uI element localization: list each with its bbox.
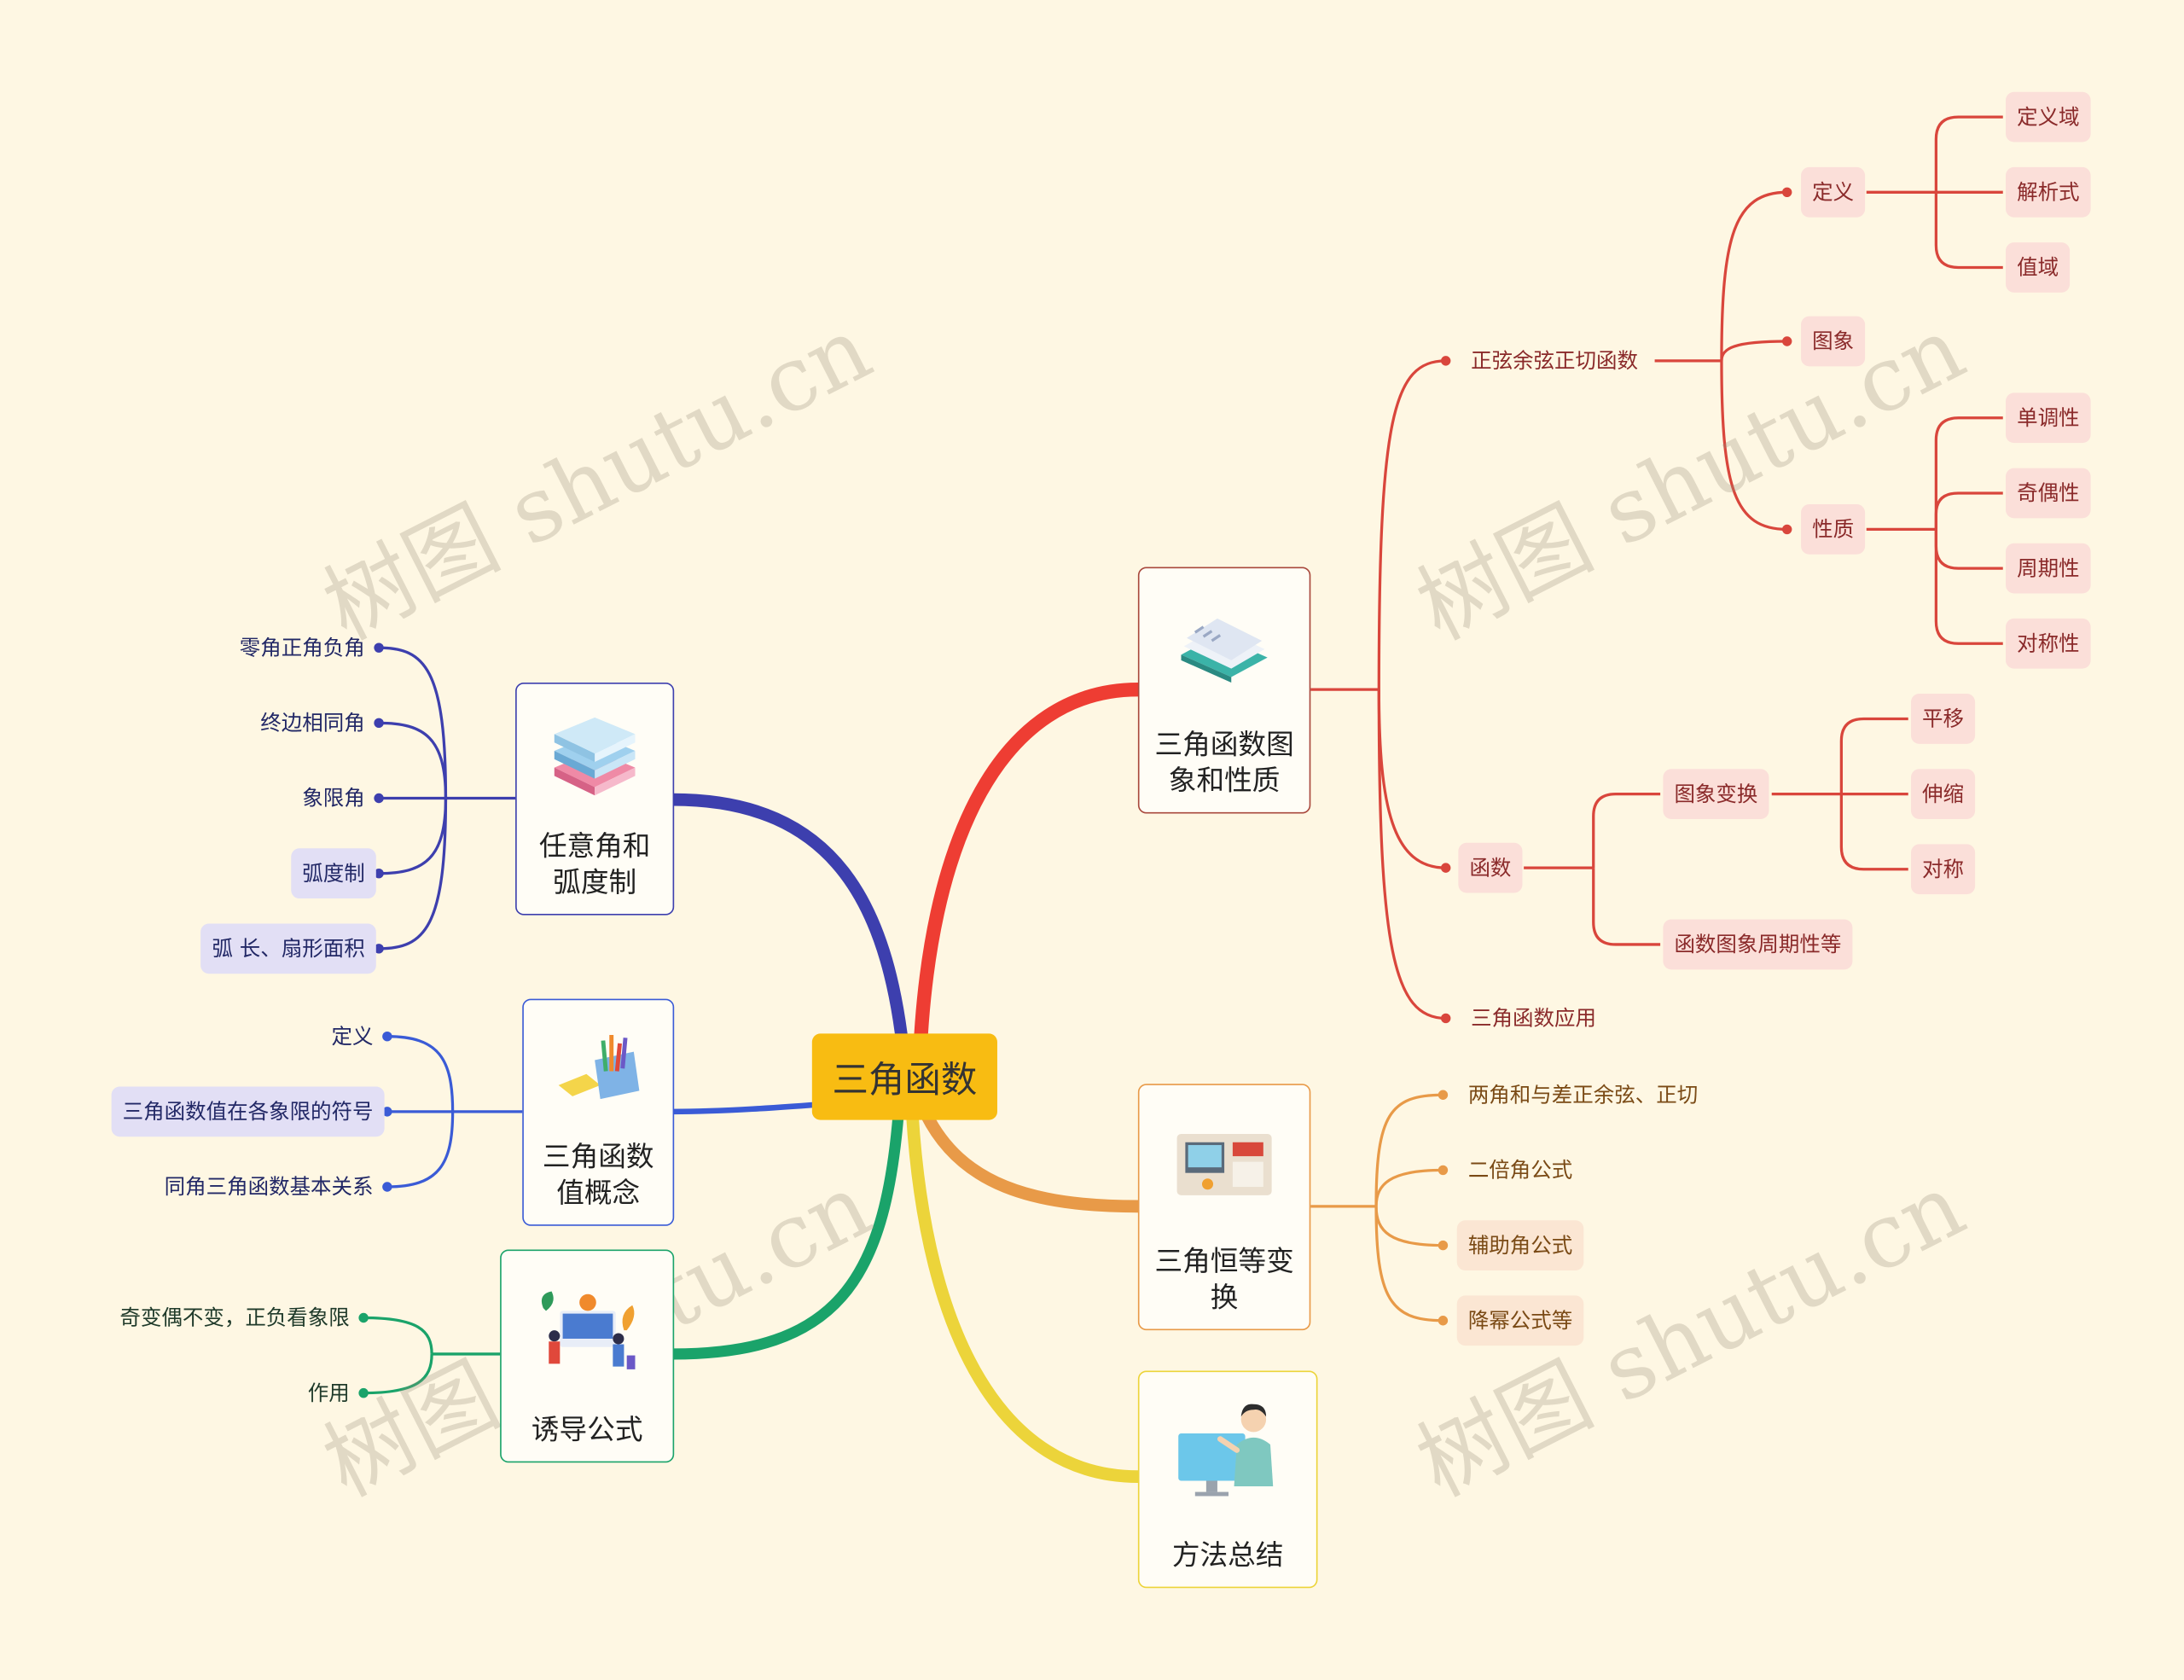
node-properties[interactable]: 性质 <box>1801 504 1866 555</box>
branch-label-line1: 三角函数图 <box>1154 727 1294 761</box>
branch-label-line2: 弧度制 <box>553 864 637 899</box>
branch-arbitrary-angle[interactable]: 任意角和 弧度制 <box>515 682 675 916</box>
leaf-monotonicity[interactable]: 单调性 <box>2006 392 2091 444</box>
node-trig-application[interactable]: 三角函数应用 <box>1471 1005 1597 1032</box>
node-graph-transform[interactable]: 图象变换 <box>1663 769 1769 819</box>
node-sin-cos-tan[interactable]: 正弦余弦正切函数 <box>1471 348 1639 374</box>
leaf-expression[interactable]: 解析式 <box>2006 166 2091 218</box>
notebook-icon <box>1140 568 1310 725</box>
teacher-icon <box>1140 1372 1316 1537</box>
leaf-parity[interactable]: 奇偶性 <box>2006 468 2091 519</box>
branch-label: 方法总结 <box>1171 1538 1284 1572</box>
branch-label: 诱导公式 <box>531 1412 643 1446</box>
workspace-icon <box>1140 1085 1310 1242</box>
team-work-icon <box>502 1251 673 1411</box>
stationery-icon <box>524 1000 673 1138</box>
branch-label-line1: 三角函数 <box>542 1139 654 1173</box>
leaf-double-angle-formula[interactable]: 二倍角公式 <box>1467 1157 1573 1183</box>
branch-method-summary[interactable]: 方法总结 <box>1137 1370 1318 1589</box>
branch-induction-formula[interactable]: 诱导公式 <box>500 1249 675 1463</box>
branch-label-line2: 换 <box>1210 1280 1239 1314</box>
leaf-function-periodicity[interactable]: 函数图象周期性等 <box>1663 919 1853 970</box>
leaf-radian[interactable]: 弧度制 <box>291 848 376 899</box>
leaf-range[interactable]: 值域 <box>2006 242 2071 293</box>
leaf-same-angle-relation[interactable]: 同角三角函数基本关系 <box>164 1174 374 1200</box>
books-icon <box>517 684 673 828</box>
branch-label-line1: 三角恒等变 <box>1154 1243 1294 1278</box>
leaf-zero-positive-negative-angle[interactable]: 零角正角负角 <box>239 635 365 660</box>
leaf-domain[interactable]: 定义域 <box>2006 91 2091 142</box>
branch-trig-value-concept[interactable]: 三角函数 值概念 <box>522 998 675 1226</box>
link-root-b5 <box>920 1107 1145 1213</box>
leaf-reflection[interactable]: 对称 <box>1910 844 1976 895</box>
leaf-scaling[interactable]: 伸缩 <box>1910 769 1976 819</box>
node-graph[interactable]: 图象 <box>1801 316 1866 367</box>
branch-label-line2: 值概念 <box>556 1175 641 1210</box>
branch-label-line2: 象和性质 <box>1168 763 1281 797</box>
node-function[interactable]: 函数 <box>1458 842 1523 893</box>
link-root-b3 <box>667 1108 904 1360</box>
leaf-quadrant-angle[interactable]: 象限角 <box>302 785 365 811</box>
leaf-coterminal-angle[interactable]: 终边相同角 <box>260 710 365 736</box>
node-definition[interactable]: 定义 <box>1801 166 1866 218</box>
branch-label-line1: 任意角和 <box>538 828 651 863</box>
leaf-arc-length-sector-area[interactable]: 弧 长、扇形面积 <box>200 923 376 974</box>
leaf-definition[interactable]: 定义 <box>331 1023 374 1049</box>
branch-trig-graph-properties[interactable]: 三角函数图 象和性质 <box>1137 567 1311 814</box>
leaf-quadrant-sign[interactable]: 三角函数值在各象限的符号 <box>111 1086 385 1137</box>
root-topic[interactable]: 三角函数 <box>811 1033 997 1120</box>
link-root-b6 <box>906 1107 1145 1483</box>
leaf-periodicity[interactable]: 周期性 <box>2006 543 2091 594</box>
leaf-auxiliary-angle-formula[interactable]: 辅助角公式 <box>1456 1220 1584 1270</box>
leaf-usage[interactable]: 作用 <box>307 1380 350 1406</box>
leaf-translation[interactable]: 平移 <box>1910 694 1976 744</box>
link-root-b4 <box>912 682 1146 1080</box>
link-root-b1 <box>666 793 912 1079</box>
leaf-power-reduction-formula[interactable]: 降幂公式等 <box>1456 1295 1584 1346</box>
leaf-symmetry[interactable]: 对称性 <box>2006 618 2091 669</box>
leaf-odd-even-rule[interactable]: 奇变偶不变，正负看象限 <box>119 1305 350 1331</box>
leaf-sum-difference-formula[interactable]: 两角和与差正余弦、正切 <box>1467 1082 1699 1107</box>
branch-trig-identity-transform[interactable]: 三角恒等变 换 <box>1137 1084 1311 1331</box>
